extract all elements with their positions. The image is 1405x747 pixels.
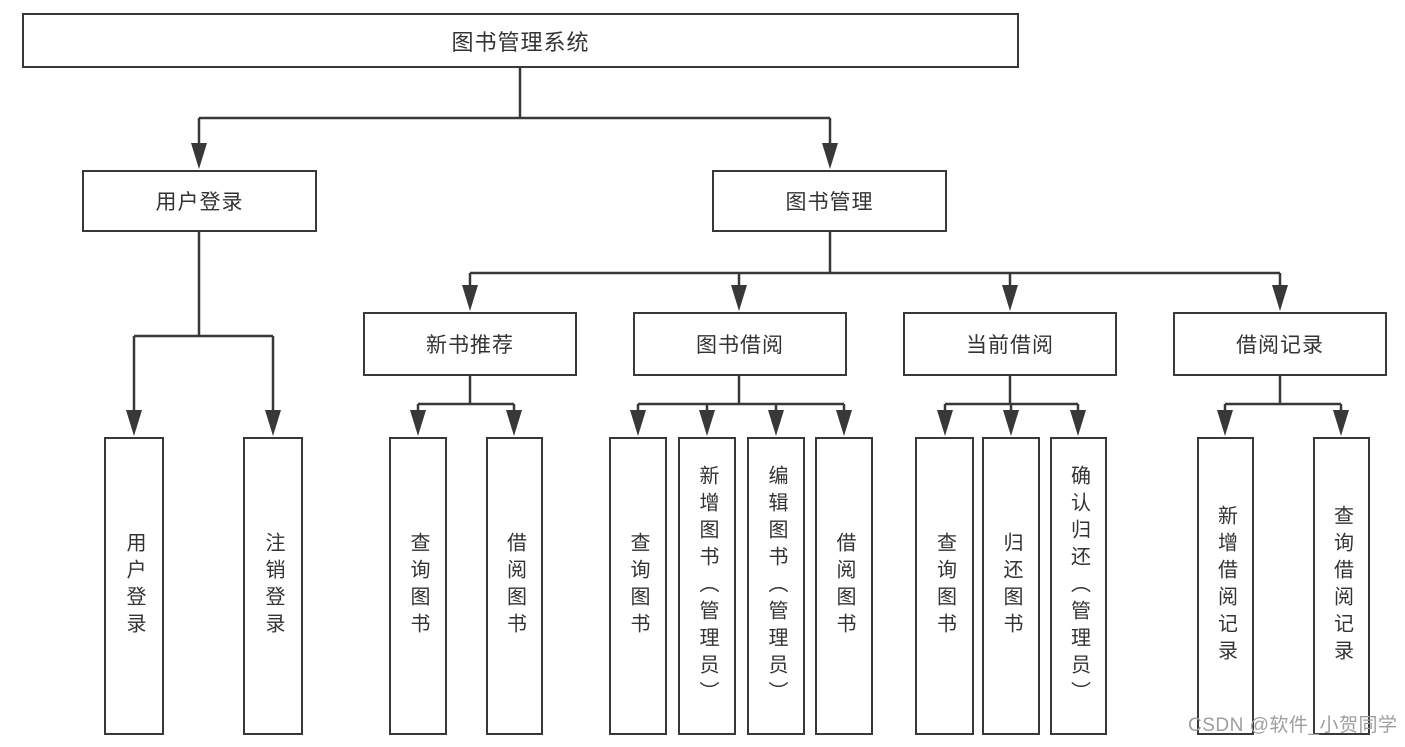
leaf-records-add: 新增借阅记录 [1197,437,1254,735]
leaf-current-return-label: 归还图书 [1000,532,1022,640]
leaf-borrowing-add: 新增图书（管理员） [678,437,736,735]
leaf-current-query-label: 查询图书 [933,532,956,640]
leaf-borrowing-query-label: 查询图书 [627,532,649,640]
leaf-borrowing-edit-label: 编辑图书（管理员） [765,464,787,708]
node-book-management-label: 图书管理 [785,191,874,214]
node-book-borrowing-label: 图书借阅 [696,334,784,357]
node-current-borrowing: 当前借阅 [903,312,1117,376]
node-root-label: 图书管理系统 [451,29,590,55]
leaf-newbooks-query-label: 查询图书 [407,532,429,640]
leaf-newbooks-borrow-label: 借阅图书 [503,532,526,640]
leaf-borrowing-borrow-label: 借阅图书 [833,532,855,640]
leaf-current-confirm: 确认归还（管理员） [1050,437,1107,735]
leaf-logout-label: 注销登录 [262,532,284,640]
leaf-current-confirm-label: 确认归还（管理员） [1067,464,1090,708]
leaf-records-query: 查询借阅记录 [1313,437,1370,735]
leaf-borrowing-edit: 编辑图书（管理员） [747,437,805,735]
node-book-borrowing: 图书借阅 [633,312,847,376]
leaf-records-add-label: 新增借阅记录 [1214,505,1237,667]
node-book-management: 图书管理 [712,170,947,232]
node-borrow-records: 借阅记录 [1173,312,1387,376]
node-current-borrowing-label: 当前借阅 [966,334,1054,357]
node-new-book-recommend: 新书推荐 [363,312,577,376]
node-user-login: 用户登录 [82,170,317,232]
leaf-current-query: 查询图书 [915,437,974,735]
leaf-user-login-label: 用户登录 [123,532,145,640]
watermark: CSDN @软件_小贺同学 [1188,715,1398,736]
leaf-newbooks-query: 查询图书 [389,437,447,735]
node-user-login-label: 用户登录 [155,191,244,214]
leaf-borrowing-borrow: 借阅图书 [815,437,873,735]
node-new-book-recommend-label: 新书推荐 [426,334,514,357]
leaf-logout: 注销登录 [243,437,303,735]
leaf-borrowing-add-label: 新增图书（管理员） [696,464,718,708]
node-root: 图书管理系统 [22,13,1019,68]
leaf-newbooks-borrow: 借阅图书 [486,437,543,735]
leaf-borrowing-query: 查询图书 [609,437,667,735]
leaf-current-return: 归还图书 [982,437,1040,735]
leaf-user-login: 用户登录 [104,437,164,735]
leaf-records-query-label: 查询借阅记录 [1330,505,1353,667]
node-borrow-records-label: 借阅记录 [1236,334,1324,357]
